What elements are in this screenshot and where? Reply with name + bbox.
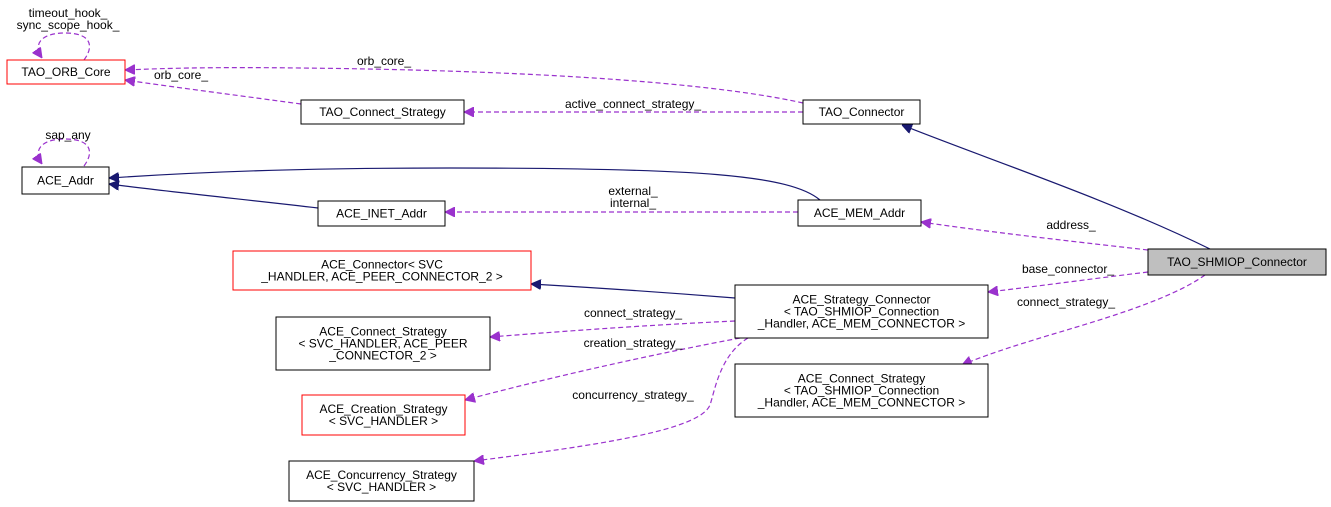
node-label: < TAO_SHMIOP_Connection: [784, 384, 939, 398]
edge-ace-addr-self: [38, 138, 91, 167]
class-node-creation-strategy[interactable]: ACE_Creation_Strategy< SVC_HANDLER >: [301, 394, 466, 436]
node-label: TAO_Connector: [819, 105, 905, 119]
class-node-concurrency-strategy[interactable]: ACE_Concurrency_Strategy< SVC_HANDLER >: [288, 460, 475, 502]
node-label: ACE_Strategy_Connector: [792, 293, 930, 307]
edge-strategy-connector-to-concurrency-strategy: [474, 337, 749, 461]
edge-mem-addr-to-ace-addr: [109, 167, 821, 201]
node-label: < SVC_HANDLER, ACE_PEER: [298, 337, 467, 351]
node-box: [21, 166, 110, 195]
node-box: [734, 284, 989, 339]
node-label: < SVC_HANDLER >: [327, 480, 436, 494]
class-node-ace-addr[interactable]: ACE_Addr: [21, 166, 110, 195]
node-box: [300, 99, 465, 125]
node-label: < SVC_HANDLER >: [329, 414, 438, 428]
edge-label-inet-from-mem: external_: [608, 184, 658, 198]
node-box: [301, 394, 466, 436]
edge-inet-addr-to-ace-addr: [109, 184, 319, 209]
edge-shmiop-to-tao-connector: [902, 125, 1211, 250]
edge-label-concurrency-strategy: concurrency_strategy_: [572, 388, 694, 402]
node-box: [288, 460, 475, 502]
node-label: ACE_Concurrency_Strategy: [306, 468, 457, 482]
node-box: [232, 250, 532, 291]
node-box: [797, 199, 922, 227]
node-label: TAO_Connect_Strategy: [319, 105, 446, 119]
edge-connect-strategy-to-orb-core: [125, 80, 302, 105]
node-label: ACE_Connect_Strategy: [319, 325, 446, 339]
edge-label-connect-strategy: connect_strategy_: [584, 306, 682, 320]
class-node-shmiop-connector[interactable]: TAO_SHMIOP_Connector: [1147, 248, 1327, 276]
edge-label-sap-any: sap_any: [45, 128, 90, 142]
node-label: _Handler, ACE_MEM_CONNECTOR >: [757, 396, 966, 410]
edge-shmiop-to-strategy-connector: [988, 271, 1149, 292]
node-box: [734, 363, 989, 418]
node-label: ACE_Connector< SVC: [321, 258, 443, 272]
edge-strategy-connector-to-ace-connect-strategy: [490, 320, 736, 337]
node-box: [275, 316, 491, 371]
class-node-mem-addr[interactable]: ACE_MEM_Addr: [797, 199, 922, 227]
class-node-connect-strategy[interactable]: TAO_Connect_Strategy: [300, 99, 465, 125]
node-label: ACE_MEM_Addr: [814, 206, 905, 220]
class-node-connect-strategy-mem[interactable]: ACE_Connect_Strategy< TAO_SHMIOP_Connect…: [734, 363, 989, 418]
edge-label-orb-core-from-connector: orb_core_: [357, 54, 411, 68]
edge-label-orb-core-self: timeout_hook_: [29, 6, 108, 20]
class-node-strategy-connector[interactable]: ACE_Strategy_Connector< TAO_SHMIOP_Conne…: [734, 284, 989, 339]
node-box: [317, 200, 446, 227]
node-label: ACE_Addr: [37, 174, 94, 188]
edge-tao-connector-to-orb-core: [125, 68, 804, 104]
class-node-ace-connector[interactable]: ACE_Connector< SVC_HANDLER, ACE_PEER_CON…: [232, 250, 532, 291]
node-label: TAO_ORB_Core: [21, 65, 110, 79]
edge-label-connect-strategy-mem: connect_strategy_: [1017, 295, 1115, 309]
edge-orb-core-self: [38, 32, 91, 61]
node-label: ACE_Creation_Strategy: [319, 402, 447, 416]
edge-strategy-connector-to-creation-strategy: [465, 337, 741, 400]
edge-label-orb-core-from-strategy: orb_core_: [154, 68, 208, 82]
node-label: _CONNECTOR_2 >: [328, 349, 436, 363]
edge-strategy-connector-to-ace-connector: [531, 284, 736, 299]
node-label: ACE_Connect_Strategy: [798, 372, 925, 386]
edge-label-address: address_: [1046, 218, 1096, 232]
class-node-ace-connect-strategy[interactable]: ACE_Connect_Strategy< SVC_HANDLER, ACE_P…: [275, 316, 491, 371]
class-node-orb-core[interactable]: TAO_ORB_Core: [6, 59, 126, 85]
edge-label-active-connect-strategy: active_connect_strategy_: [565, 97, 701, 111]
node-label: < TAO_SHMIOP_Connection: [784, 305, 939, 319]
node-box: [1147, 248, 1327, 276]
node-label: _HANDLER, ACE_PEER_CONNECTOR_2 >: [260, 270, 503, 284]
edge-shmiop-to-mem-addr: [921, 222, 1149, 251]
edge-shmiop-to-connect-strategy-mem: [962, 274, 1206, 365]
edge-label-inet-from-mem: internal_: [610, 196, 656, 210]
class-node-tao-connector[interactable]: TAO_Connector: [802, 99, 921, 125]
node-box: [6, 59, 126, 85]
class-node-inet-addr[interactable]: ACE_INET_Addr: [317, 200, 446, 227]
node-label: _Handler, ACE_MEM_CONNECTOR >: [757, 317, 966, 331]
node-label: TAO_SHMIOP_Connector: [1167, 255, 1307, 269]
edge-label-orb-core-self: sync_scope_hook_: [17, 18, 120, 32]
edge-label-creation-strategy: creation_strategy_: [584, 336, 683, 350]
node-label: ACE_INET_Addr: [336, 207, 427, 221]
node-box: [802, 99, 921, 125]
edge-label-base-connector: base_connector_: [1022, 262, 1114, 276]
